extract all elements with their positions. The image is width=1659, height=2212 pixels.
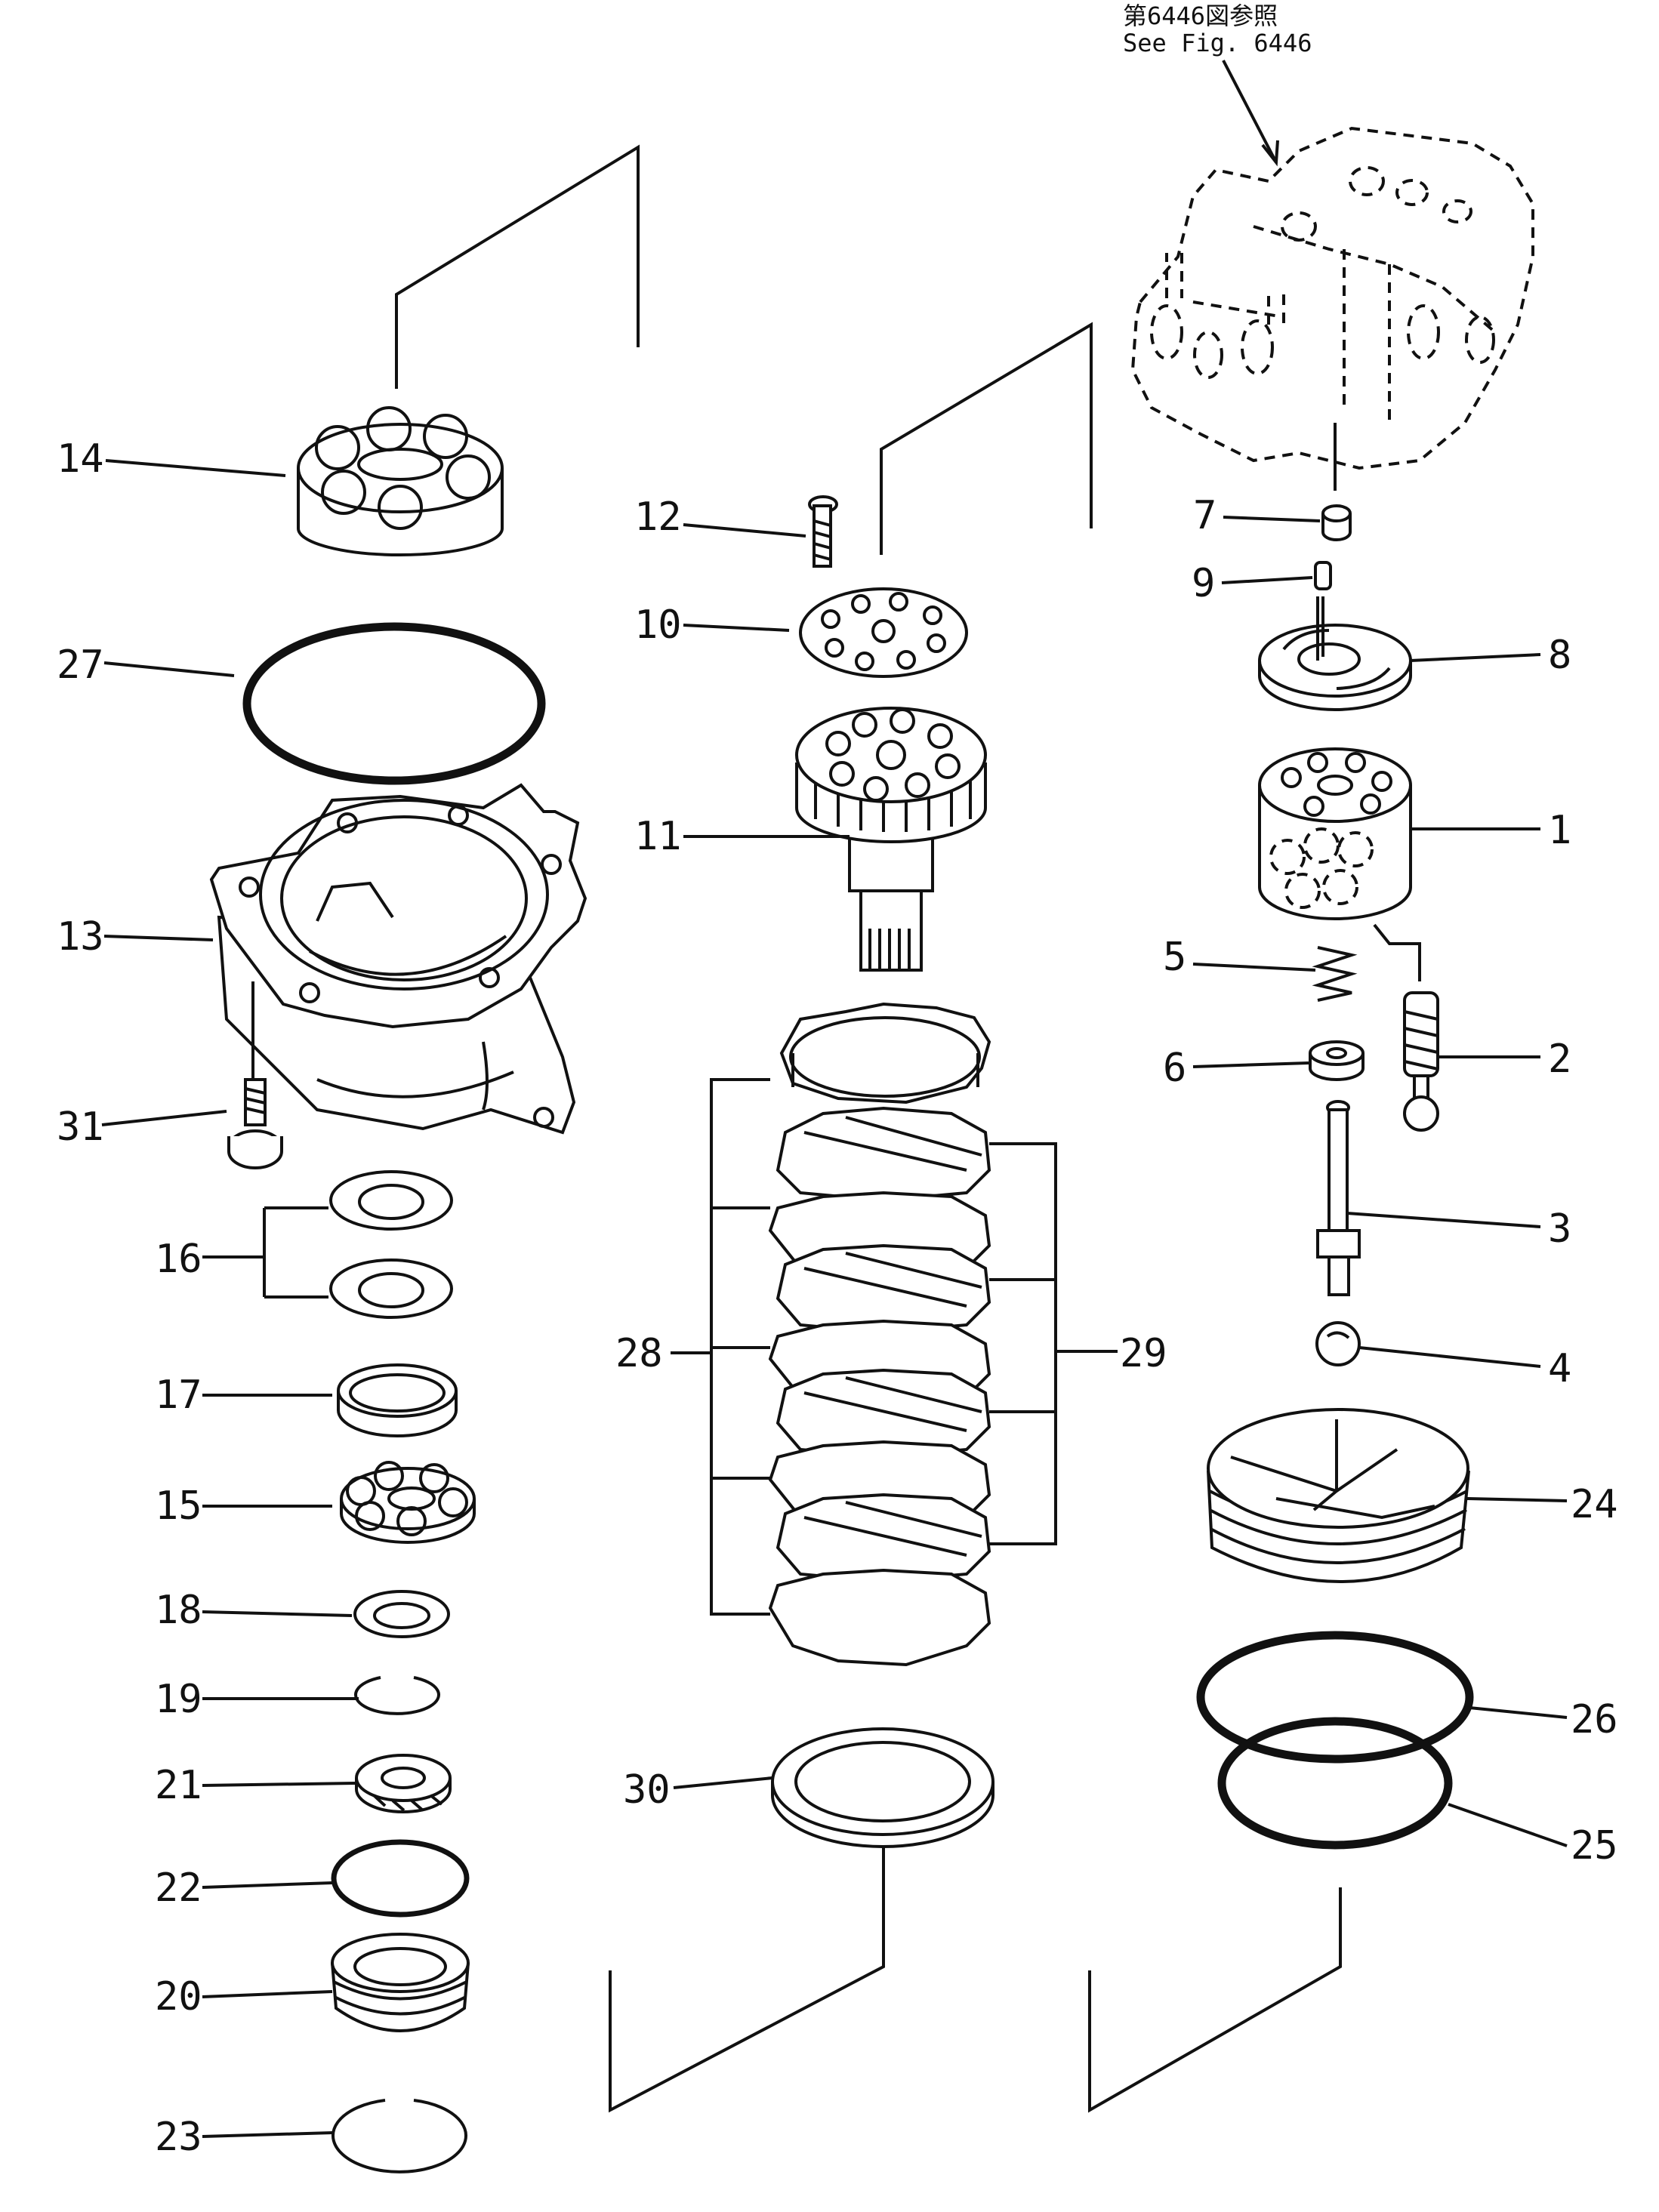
callout-3: 3	[1548, 1206, 1571, 1252]
callout-18: 18	[155, 1588, 202, 1633]
part-17-ring	[337, 1363, 458, 1437]
part-6-collar	[1309, 1040, 1365, 1081]
callout-1: 1	[1548, 808, 1571, 853]
part-11-shaft	[795, 707, 987, 972]
part-21-bearing	[355, 1754, 452, 1813]
part-9-pin	[1314, 561, 1332, 590]
part-30-thrust-plate	[771, 1727, 994, 1848]
part-8-valve-plate	[1258, 596, 1412, 711]
reference-arrow	[1222, 60, 1278, 163]
part-14-roller-bearing	[297, 406, 504, 556]
part-16-washers	[329, 1170, 453, 1319]
middle-alignment-bracket	[880, 322, 1093, 555]
callout-23: 23	[155, 2115, 202, 2160]
part-15-small-bearing	[340, 1461, 476, 1544]
callout-21: 21	[155, 1763, 202, 1808]
part-31-bolt	[227, 981, 283, 1169]
callout-15: 15	[155, 1483, 202, 1529]
callout-4: 4	[1548, 1346, 1571, 1391]
part-13-housing	[209, 783, 587, 1135]
part-10-plate	[799, 587, 968, 678]
callout-25: 25	[1571, 1823, 1618, 1868]
callout-5: 5	[1163, 935, 1186, 980]
callout-17: 17	[155, 1372, 202, 1418]
part-1-cylinder-block	[1258, 747, 1421, 981]
part-12-bolt	[808, 495, 838, 568]
part-27-o-ring	[242, 622, 546, 785]
callout-10: 10	[634, 602, 682, 648]
part-25-ring	[1217, 1717, 1453, 1850]
callout-28: 28	[615, 1331, 663, 1376]
callout-24: 24	[1571, 1482, 1618, 1527]
middle-bottom-bracket	[609, 1827, 885, 2113]
callout-30: 30	[623, 1767, 671, 1813]
part-23-snap-ring	[331, 2099, 467, 2173]
valve-block-reference	[1130, 126, 1534, 470]
callout-19: 19	[155, 1677, 202, 1722]
callout-20: 20	[155, 1974, 202, 2019]
callout-22: 22	[155, 1865, 202, 1911]
callout-6: 6	[1163, 1046, 1186, 1091]
part-22-o-ring	[331, 1839, 470, 1918]
reference-arrowhead	[1261, 140, 1279, 167]
callout-14: 14	[57, 436, 104, 482]
left-alignment-bracket	[395, 144, 640, 389]
part-3-pushrod	[1316, 1100, 1361, 1296]
callout-16: 16	[155, 1237, 202, 1282]
part-26-ring	[1196, 1631, 1474, 1764]
reference-note-jp: 第6446図参照	[1123, 2, 1278, 30]
part-5-spring	[1312, 946, 1358, 1002]
callout-12: 12	[634, 494, 682, 540]
callout-27: 27	[57, 642, 104, 688]
part-18-collar	[353, 1590, 450, 1638]
right-bottom-bracket	[1088, 1887, 1342, 2113]
callout-29: 29	[1120, 1331, 1167, 1376]
callout-13: 13	[57, 914, 104, 960]
reference-note-en: See Fig. 6446	[1123, 29, 1312, 57]
part-20-seal	[331, 1933, 470, 2032]
part-19-snap-ring	[354, 1676, 440, 1715]
part-4-ball	[1315, 1321, 1361, 1366]
part-7-plug	[1321, 504, 1352, 541]
part-2-piston	[1403, 991, 1439, 1132]
leader-lines	[101, 459, 1568, 2138]
callout-9: 9	[1192, 561, 1215, 606]
callout-26: 26	[1571, 1697, 1618, 1742]
callout-11: 11	[634, 814, 682, 859]
callout-31: 31	[57, 1104, 104, 1150]
callout-8: 8	[1548, 633, 1571, 678]
part-28-29-plate-stack	[710, 1002, 1057, 1667]
part-24-retainer	[1207, 1408, 1470, 1583]
callout-7: 7	[1193, 493, 1216, 538]
callout-2: 2	[1548, 1037, 1571, 1082]
